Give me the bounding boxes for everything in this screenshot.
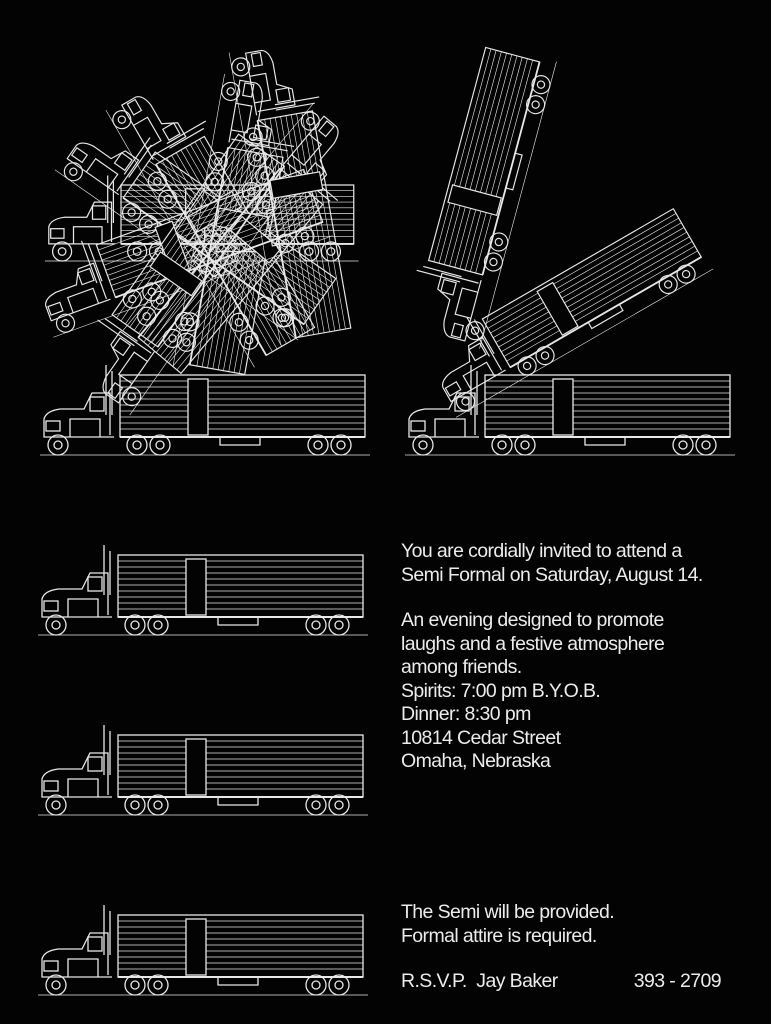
address-city: Omaha, Nebraska [401, 750, 551, 772]
truck-illustration [39, 364, 371, 456]
description-line: among friends. [401, 656, 522, 678]
invitation-text: You are cordially invited to attend a Se… [401, 540, 703, 774]
rsvp-contact: R.S.V.P. Jay Baker [401, 970, 558, 992]
truck-illustration [37, 544, 369, 636]
rsvp-line: R.S.V.P. Jay Baker 393 - 2709 [401, 970, 722, 993]
intro-line: Semi Formal on Saturday, August 14. [401, 563, 703, 586]
truck-illustration [404, 364, 736, 456]
rsvp-phone: 393 - 2709 [633, 970, 722, 992]
spirits-time: Spirits: 7:00 pm B.Y.O.B. [401, 679, 601, 702]
intro-line: You are cordially invited to attend a [401, 540, 682, 562]
truck-illustration [37, 724, 369, 816]
truck-illustration [37, 904, 369, 996]
address-street: 10814 Cedar Street [401, 726, 561, 749]
dinner-time: Dinner: 8:30 pm [401, 703, 531, 725]
note-line: The Semi will be provided. [401, 901, 615, 923]
description-line: An evening designed to promote [401, 609, 664, 631]
notes-text: The Semi will be provided. Formal attire… [401, 901, 615, 948]
description-line: laughs and a festive atmosphere [401, 632, 665, 655]
rotating-truck-fan [24, 37, 715, 419]
note-line: Formal attire is required. [401, 924, 597, 947]
